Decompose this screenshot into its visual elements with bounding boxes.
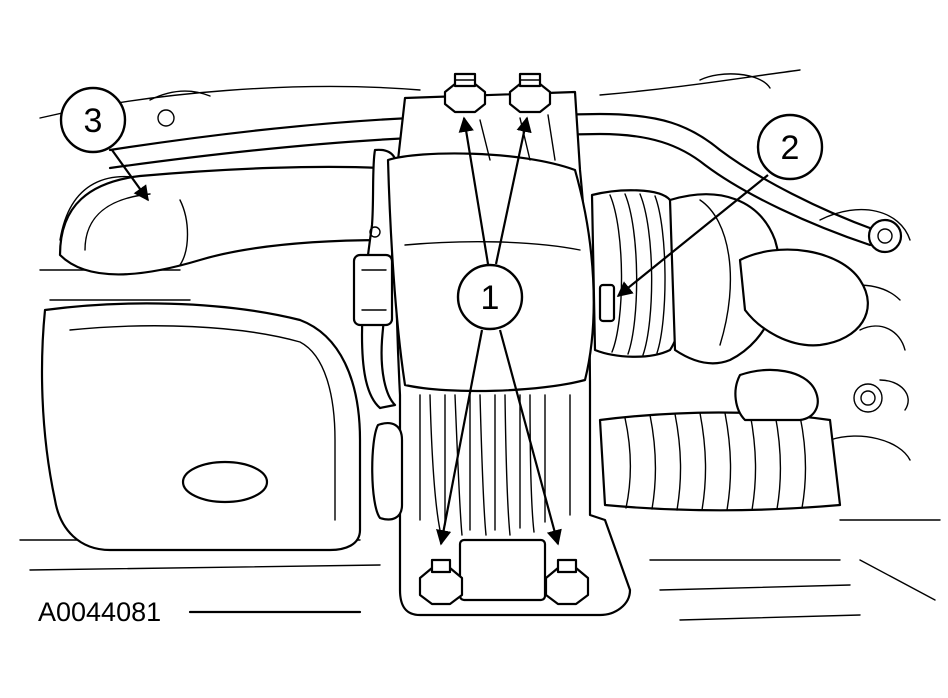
bottom-nut-left (418, 558, 464, 606)
callout-1-label: 1 (481, 279, 500, 317)
callout-3-circle (59, 86, 127, 154)
outlet-tube-connector (590, 189, 869, 365)
callout-3-label: 3 (84, 102, 103, 140)
callout-2-label: 2 (781, 129, 800, 167)
air-cleaner-housing (386, 90, 632, 617)
engine-bay-background (19, 69, 941, 621)
cowl-cover-panel (40, 302, 362, 552)
top-nuts (443, 72, 552, 114)
callout-1: 1 (436, 116, 562, 546)
bottom-nuts (418, 558, 590, 606)
reference-code: A0044081 (38, 597, 161, 627)
corrugated-hose-lower (371, 368, 842, 521)
callout-2: 2 (616, 113, 824, 297)
callout-1-circle (456, 263, 524, 331)
callout-3: 3 (59, 86, 149, 202)
top-nut-left (443, 72, 487, 114)
intake-duct-left (58, 165, 392, 276)
callout-2-circle (756, 113, 824, 181)
support-rod (108, 112, 903, 254)
top-nut-right (508, 72, 552, 114)
bottom-nut-right (544, 558, 590, 606)
figure-reference: A0044081 (38, 597, 362, 627)
